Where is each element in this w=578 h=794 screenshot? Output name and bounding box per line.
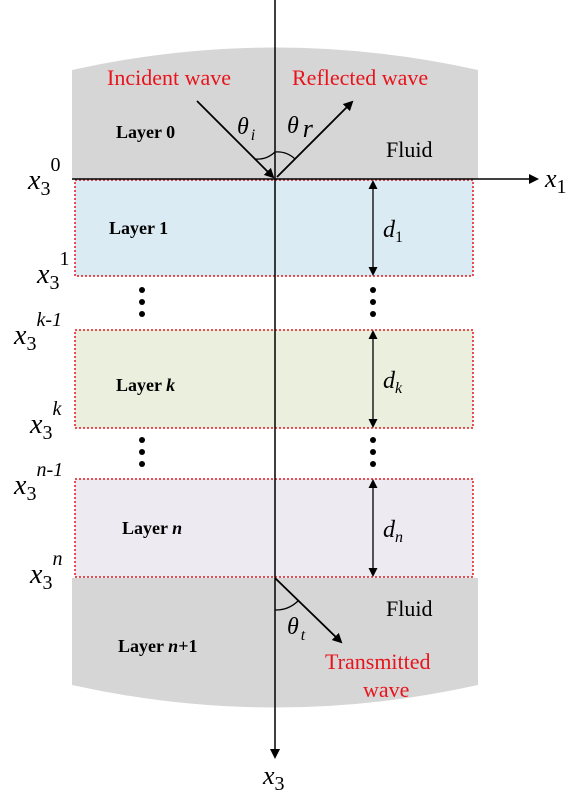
theta-t-arc xyxy=(274,600,299,611)
layer-1-label: Layer 1 xyxy=(109,218,168,238)
theta-i-arc xyxy=(254,151,276,160)
layer-k-label: Layer k xyxy=(116,375,175,395)
incident-wave-label: Incident wave xyxy=(107,65,231,90)
layer-n-label: Layer n xyxy=(122,518,182,538)
d1-label: d1 xyxy=(383,217,403,246)
interface-0-label: x30 xyxy=(27,154,60,200)
transmitted-wave-arrow xyxy=(274,577,343,644)
reflected-wave-label: Reflected wave xyxy=(292,65,428,90)
reflected-wave-arrow xyxy=(276,100,354,178)
dk-label: dk xyxy=(383,368,403,397)
layer-1-box xyxy=(74,179,474,277)
incident-wave-arrow xyxy=(196,100,275,179)
ellipsis-dots-right-lower xyxy=(370,437,376,467)
layer-n-plus-1-label: Layer n+1 xyxy=(118,636,197,656)
layer-0-label: Layer 0 xyxy=(116,122,175,142)
x3-axis-label: x3 xyxy=(262,761,285,794)
interface-n-label: x3n xyxy=(29,548,62,594)
fluid-top-label: Fluid xyxy=(386,137,432,162)
interface-k-label: x3k xyxy=(29,398,62,444)
layer-n-box xyxy=(74,478,474,578)
ellipsis-dots-left-upper xyxy=(139,287,145,317)
fluid-bottom-label: Fluid xyxy=(386,596,432,621)
transmitted-wave-label-line1: Transmitted xyxy=(325,649,431,674)
x1-axis-label: x1 xyxy=(544,164,567,198)
interface-k-minus-1-label: x3k-1 xyxy=(13,309,62,355)
ellipsis-dots-left-lower xyxy=(139,437,145,467)
theta-r-arc xyxy=(274,151,296,160)
ellipsis-dots-right-upper xyxy=(370,287,376,317)
transmitted-wave-label-line2: wave xyxy=(363,677,409,702)
layer-k-box xyxy=(74,329,474,429)
dn-label: dn xyxy=(383,517,403,546)
interface-n-minus-1-label: x3n-1 xyxy=(13,459,63,505)
interface-1-label: x31 xyxy=(36,248,69,294)
